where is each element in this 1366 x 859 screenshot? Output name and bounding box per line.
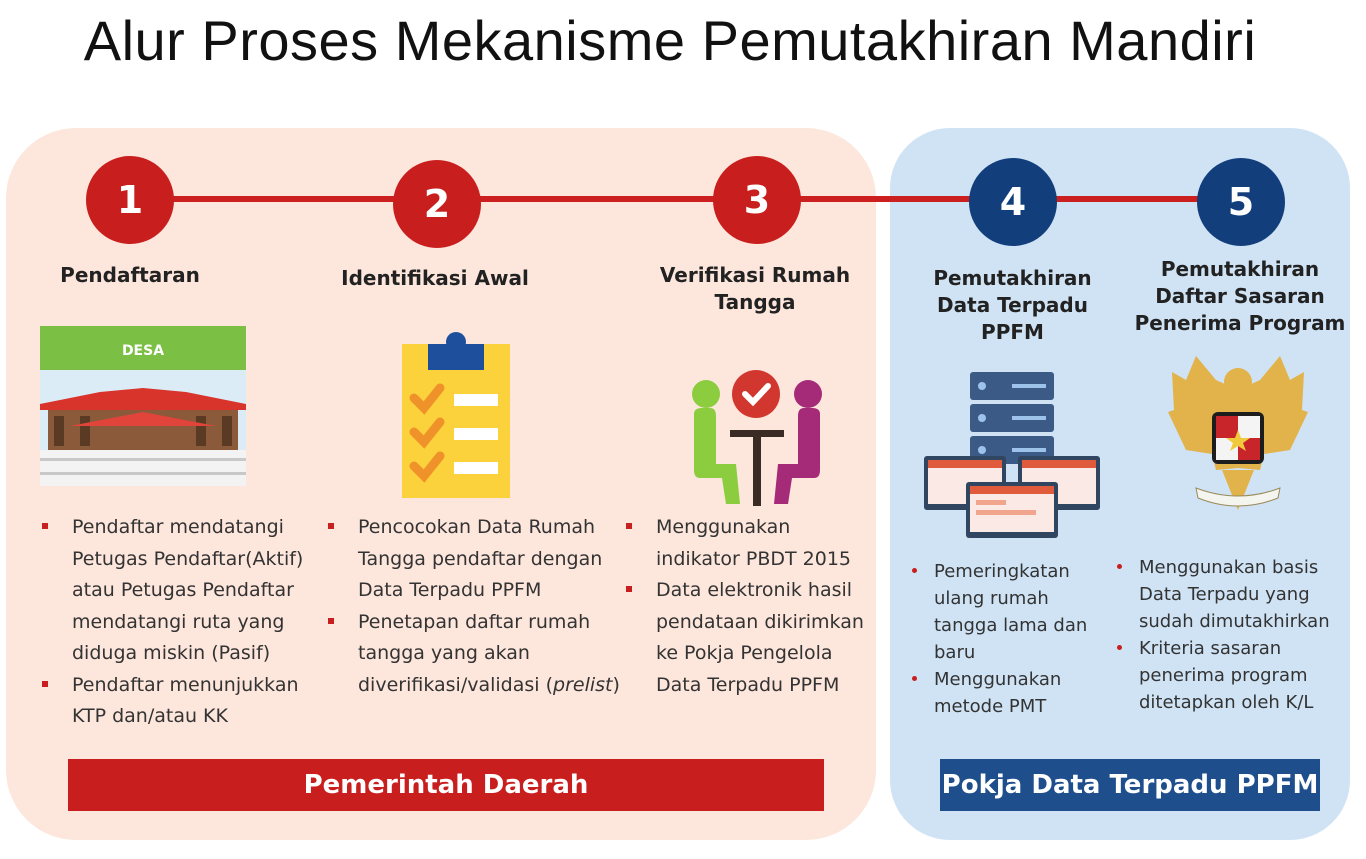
step-title-line: Penerima Program [1134, 311, 1346, 335]
step-2-title: Identifikasi Awal [330, 265, 540, 292]
step-5-circle: 5 [1197, 158, 1285, 246]
step-title-line: PPFM [981, 320, 1044, 344]
step-4-title: Pemutakhiran Data Terpadu PPFM [915, 265, 1110, 346]
pokja-bar: Pokja Data Terpadu PPFM [940, 759, 1320, 811]
garuda-emblem-icon [1168, 356, 1308, 510]
clipboard-checklist-icon [402, 332, 510, 498]
list-item: Data elektronik hasil pendataan dikirimk… [624, 575, 866, 701]
list-item: Kriteria sasaran penerima program diteta… [1117, 635, 1345, 716]
step-title-line: Data Terpadu [937, 293, 1088, 317]
list-item: Pendaftar menunjukkan KTP dan/atau KK [40, 670, 320, 733]
step-5-bullets: Menggunakan basis Data Terpadu yang suda… [1117, 554, 1345, 716]
list-item: Pencocokan Data Rumah Tangga pendaftar d… [326, 512, 626, 607]
step-title-line: Daftar Sasaran [1155, 284, 1325, 308]
step-title-line: Tangga [714, 290, 796, 314]
step-title-line: Identifikasi Awal [341, 266, 529, 290]
step-title-line: Verifikasi Rumah [659, 263, 851, 287]
server-monitors-icon [924, 372, 1100, 538]
bullet-end-text: ) [612, 673, 620, 696]
list-item: Menggunakan basis Data Terpadu yang suda… [1117, 554, 1345, 635]
list-item: Menggunakan indikator PBDT 2015 [624, 512, 866, 575]
step-4-circle: 4 [969, 158, 1057, 246]
step-2-bullets: Pencocokan Data Rumah Tangga pendaftar d… [326, 512, 626, 701]
step-1-title: Pendaftaran [40, 262, 220, 289]
list-item: Menggunakan metode PMT [912, 666, 1097, 720]
step-3-bullets: Menggunakan indikator PBDT 2015 Data ele… [624, 512, 866, 701]
step-1-bullets: Pendaftar mendatangi Petugas Pendaftar(A… [40, 512, 320, 733]
prelist-text: prelist [553, 673, 613, 696]
page-title: Alur Proses Mekanisme Pemutakhiran Mandi… [83, 9, 1257, 72]
step-2-circle: 2 [393, 160, 481, 248]
step-title-line: Pemutakhiran [933, 266, 1092, 290]
village-office-icon: DESA [40, 326, 246, 486]
step-connector-line [130, 196, 1240, 202]
step-3-circle: 3 [713, 156, 801, 244]
bullet-text: Penetapan daftar rumah tangga yang akan … [358, 610, 591, 696]
step-title-line: Pendaftaran [60, 263, 200, 287]
list-item: Pemeringkatan ulang rumah tangga lama da… [912, 558, 1097, 666]
interview-meeting-icon [692, 370, 822, 506]
list-item: Pendaftar mendatangi Petugas Pendaftar(A… [40, 512, 320, 670]
step-3-title: Verifikasi Rumah Tangga [650, 262, 860, 316]
list-item: Penetapan daftar rumah tangga yang akan … [326, 607, 626, 702]
desa-label: DESA [122, 343, 164, 359]
step-1-circle: 1 [86, 156, 174, 244]
step-4-bullets: Pemeringkatan ulang rumah tangga lama da… [912, 558, 1097, 720]
step-5-title: Pemutakhiran Daftar Sasaran Penerima Pro… [1130, 256, 1350, 337]
step-title-line: Pemutakhiran [1160, 257, 1320, 281]
pemerintah-daerah-bar: Pemerintah Daerah [68, 759, 824, 811]
